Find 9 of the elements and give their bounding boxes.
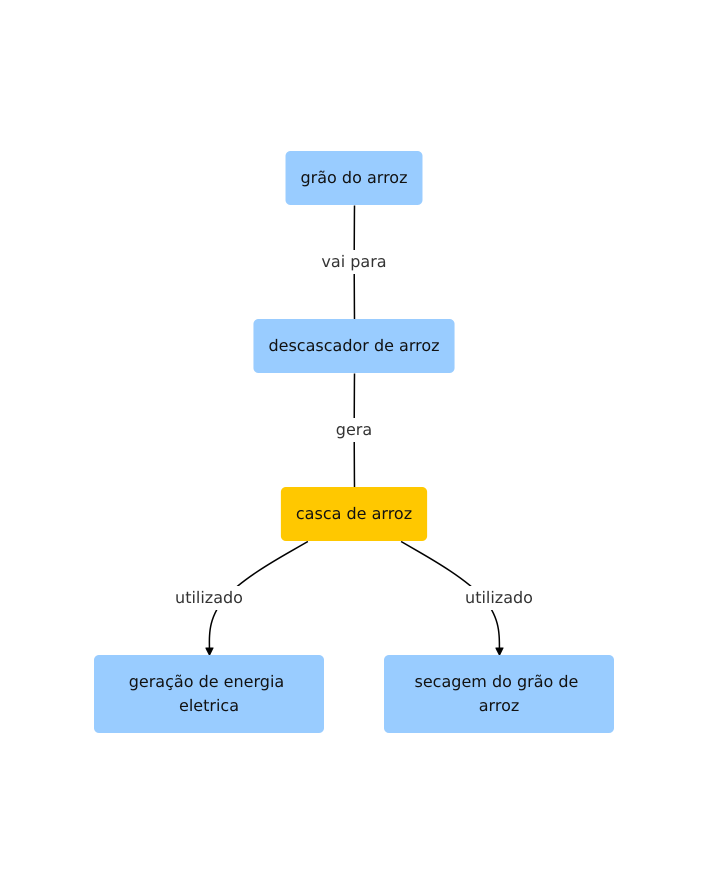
edge-label: utilizado — [175, 588, 243, 607]
edge-label: vai para — [321, 252, 387, 271]
edge-label: utilizado — [465, 588, 533, 607]
node-box: geração de energia eletrica — [94, 655, 324, 733]
node-box: descascador de arroz — [253, 319, 455, 373]
node-box: casca de arroz — [280, 487, 428, 541]
node-box: grão do arroz — [286, 151, 422, 205]
edge-label: gera — [336, 420, 372, 439]
node-box: secagem do grão de arroz — [384, 655, 614, 733]
